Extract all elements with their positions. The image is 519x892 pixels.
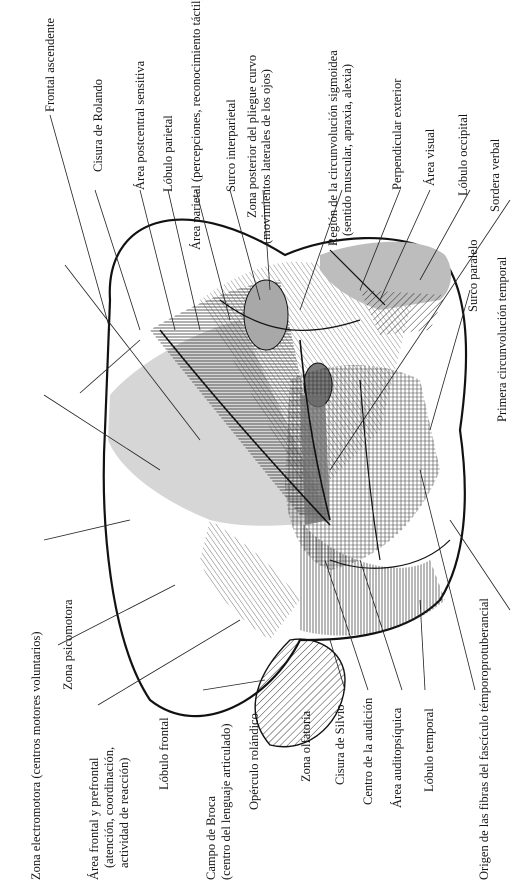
auditory-strip (300, 395, 330, 525)
pliegue-curvo-oval (244, 280, 288, 350)
